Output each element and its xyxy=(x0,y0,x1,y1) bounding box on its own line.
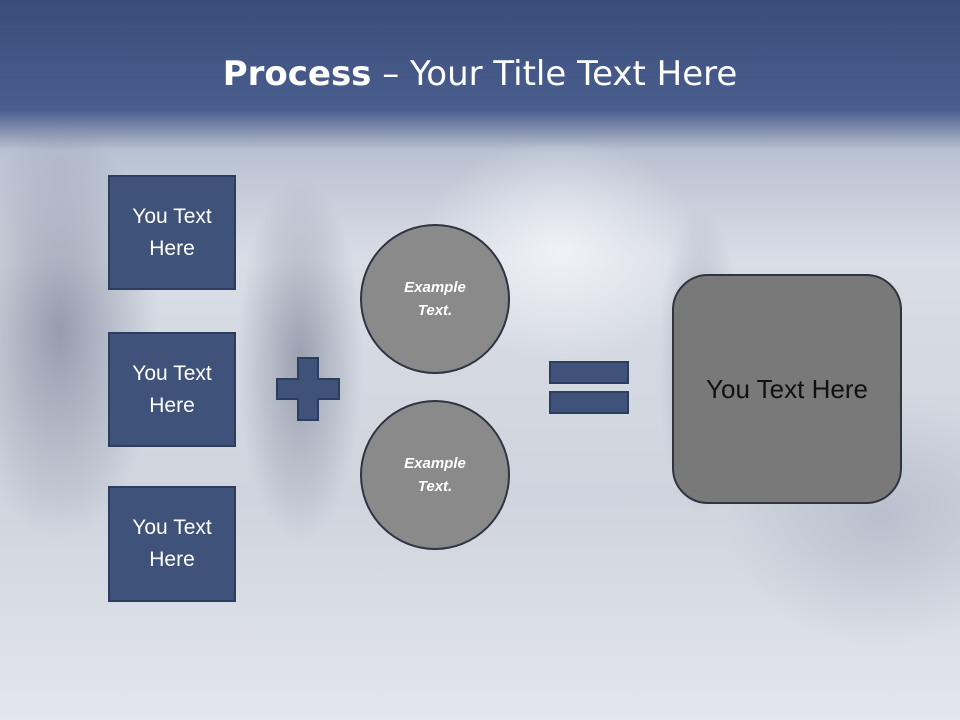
result-label: You Text Here xyxy=(706,373,868,404)
circle-label: Example Text. xyxy=(404,279,466,319)
result-box: You Text Here xyxy=(672,274,902,504)
input-box-label: You Text Here xyxy=(132,516,212,571)
input-box-label: You Text Here xyxy=(132,361,212,417)
title-bold: Process xyxy=(222,54,372,94)
plus-icon xyxy=(276,357,340,425)
title-rest: – Your Title Text Here xyxy=(371,54,738,94)
example-circle-2: Example Text. xyxy=(360,400,510,550)
equals-icon xyxy=(549,361,629,419)
slide-title: Process – Your Title Text Here xyxy=(0,52,960,96)
input-box-3: You Text Here xyxy=(108,486,236,602)
circle-label: Example Text. xyxy=(404,455,466,495)
input-box-1: You Text Here xyxy=(108,175,236,290)
example-circle-1: Example Text. xyxy=(360,224,510,374)
input-box-2: You Text Here xyxy=(108,332,236,447)
input-box-label: You Text Here xyxy=(132,204,212,260)
